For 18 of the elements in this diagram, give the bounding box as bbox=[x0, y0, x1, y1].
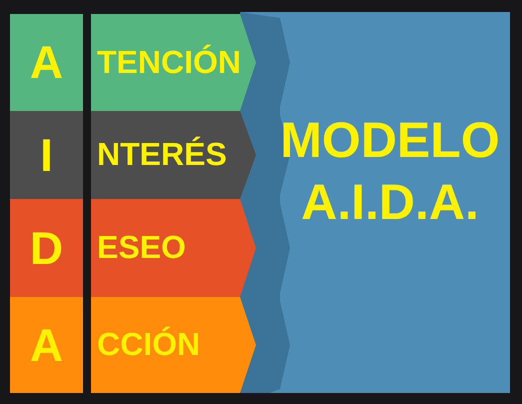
chevron-band bbox=[91, 297, 256, 393]
chevron-band bbox=[91, 14, 256, 111]
title-text: MODELO A.I.D.A. bbox=[280, 111, 500, 232]
stage-word: ESEO bbox=[97, 230, 186, 266]
letter-tile bbox=[10, 111, 83, 199]
stage-word: TENCIÓN bbox=[97, 44, 241, 80]
letter-tile bbox=[10, 297, 83, 393]
stage-word: NTERÉS bbox=[97, 137, 227, 173]
stage-word: CCIÓN bbox=[97, 327, 200, 363]
initial-letter: A bbox=[30, 37, 64, 88]
chevron-band bbox=[91, 111, 256, 199]
initial-letter: D bbox=[30, 222, 64, 274]
title-panel bbox=[240, 12, 510, 393]
letter-tile bbox=[10, 199, 83, 297]
letter-tile bbox=[10, 14, 83, 111]
chevron-band bbox=[91, 199, 256, 297]
initial-letter: A bbox=[30, 320, 64, 370]
initial-letter: I bbox=[40, 130, 53, 180]
